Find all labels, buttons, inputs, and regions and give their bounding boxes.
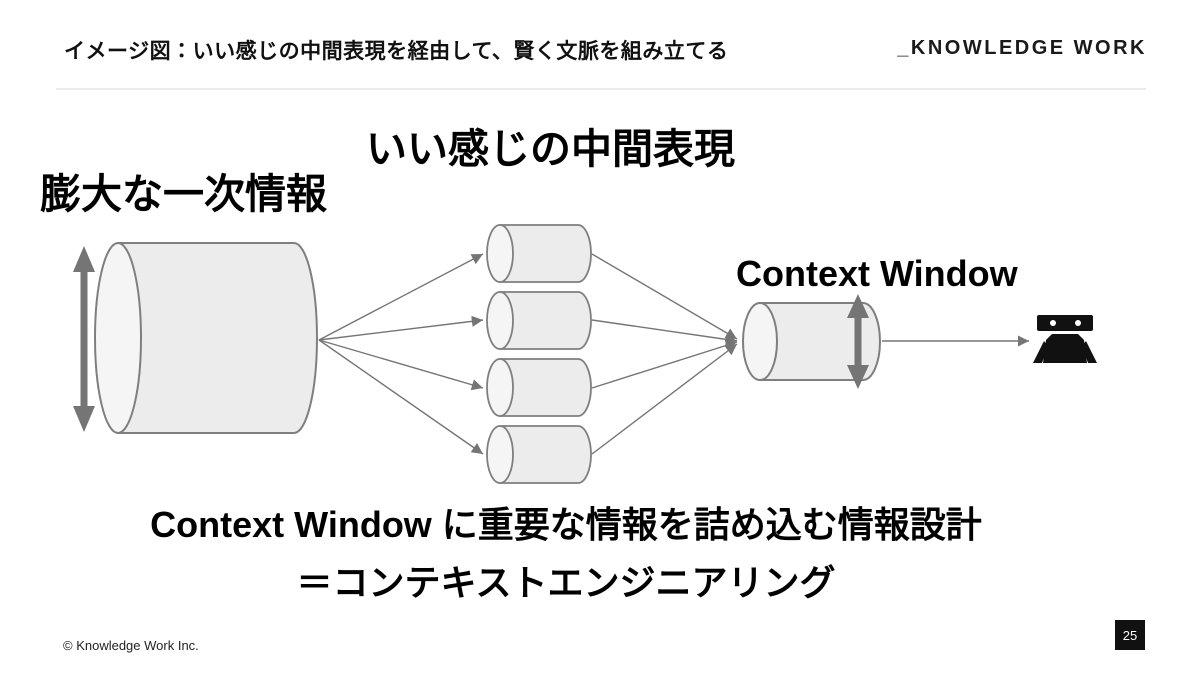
intermediate-representation-label: いい感じの中間表現 xyxy=(366,126,735,172)
copyright-text: © Knowledge Work Inc. xyxy=(63,638,199,653)
primary-information-cylinder xyxy=(94,242,318,434)
knowledge-work-logo: _KNOWLEDGE WORK xyxy=(897,37,1147,59)
primary-information-label: 膨大な一次情報 xyxy=(40,171,327,217)
fan-out-arrows xyxy=(318,253,484,455)
intermediate-cylinder-3 xyxy=(486,358,592,417)
context-window-size-double-arrow xyxy=(847,294,869,389)
converge-arrows xyxy=(591,253,738,455)
page-number-badge: 25 xyxy=(1115,620,1145,650)
robot-icon xyxy=(1033,315,1097,363)
intermediate-cylinder-4 xyxy=(486,425,592,484)
intermediate-cylinder-1 xyxy=(486,224,592,283)
intermediate-cylinder-2 xyxy=(486,291,592,350)
header-divider xyxy=(56,88,1146,90)
primary-size-double-arrow xyxy=(73,246,95,432)
conclusion-line-1: Context Window に重要な情報を詰め込む情報設計 xyxy=(150,504,982,545)
slide-title: イメージ図：いい感じの中間表現を経由して、賢く文脈を組み立てる xyxy=(64,40,729,63)
conclusion-line-2: ＝コンテキストエンジニアリング xyxy=(296,562,836,603)
context-window-label: Context Window xyxy=(736,253,1018,294)
conclusion-text: Context Window に重要な情報を詰め込む情報設計 ＝コンテキストエン… xyxy=(0,507,1132,601)
context-window-cylinder xyxy=(742,302,881,381)
